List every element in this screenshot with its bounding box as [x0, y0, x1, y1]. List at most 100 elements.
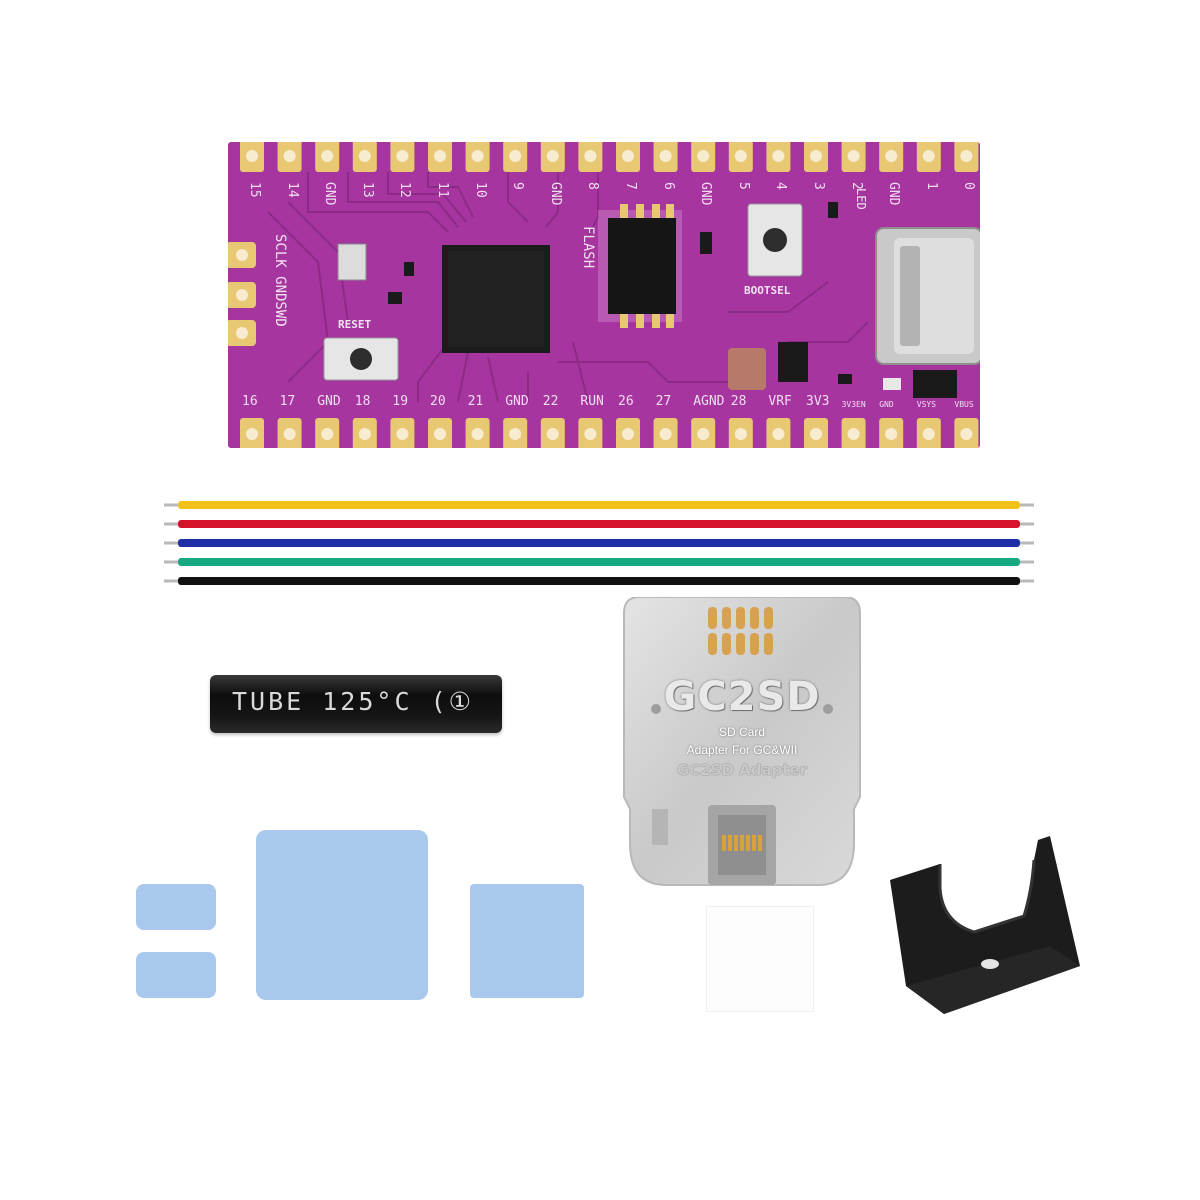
- pin-hole: [396, 150, 409, 162]
- top-pin-label: 1: [923, 182, 939, 190]
- wire: [178, 539, 1020, 547]
- bottom-pin-pads: [240, 418, 979, 448]
- top-pin-label: 14: [284, 182, 300, 198]
- pin-hole: [659, 428, 672, 440]
- bottom-pin-label: GND: [879, 400, 894, 409]
- top-pin-label: 12: [397, 182, 413, 198]
- pin-hole: [697, 150, 710, 162]
- thermal-pad-small-top: [136, 884, 216, 930]
- wire-tip: [164, 579, 178, 583]
- top-pin-label: 3: [811, 182, 826, 190]
- bootsel-label: BOOTSEL: [744, 284, 791, 297]
- top-pin-label: 15: [247, 182, 262, 198]
- pin-hole: [434, 428, 446, 440]
- wire: [178, 558, 1020, 566]
- pin-hole: [584, 428, 597, 440]
- wire-tip: [1020, 579, 1034, 583]
- bottom-pin-label: 20: [430, 394, 446, 409]
- top-pin-pads: [240, 142, 979, 172]
- pin-hole: [283, 150, 296, 162]
- wire: [178, 577, 1020, 585]
- top-pin-label: 0: [961, 182, 977, 190]
- flash-label: FLASH: [580, 226, 596, 269]
- bottom-pin-label: 3V3: [806, 394, 830, 409]
- bottom-pin-label: 18: [354, 394, 371, 409]
- pin-hole: [584, 150, 597, 162]
- pin-hole: [734, 150, 747, 162]
- gc2sd-shell: [623, 597, 861, 886]
- bottom-pin-label: 26: [618, 394, 634, 409]
- reset-label: RESET: [338, 318, 372, 331]
- wire: [178, 520, 1020, 528]
- pin-hole: [922, 150, 935, 162]
- pin-hole: [922, 428, 935, 440]
- pin-hole: [659, 150, 672, 162]
- pin-hole: [697, 428, 710, 440]
- top-pin-label: 9: [510, 182, 526, 190]
- pin-hole: [810, 428, 822, 440]
- card-subtitle-line2: Adapter For GC&WII: [686, 743, 798, 757]
- pin-hole: [885, 150, 898, 162]
- swd-pads: [228, 242, 256, 346]
- pin-hole: [434, 150, 446, 162]
- jumper-wires: [164, 501, 1034, 585]
- mount-stand: [890, 836, 1080, 1014]
- pin-hole: [358, 428, 371, 440]
- gc2sd-adapter: GC2SD SD Card Adapter For GC&WII GC2SD A…: [622, 597, 862, 887]
- top-pin-label: GND: [886, 182, 902, 206]
- thermal-pad-large: [256, 830, 428, 1000]
- bottom-pin-label: GND: [317, 394, 341, 409]
- pin-hole: [546, 428, 559, 440]
- pin-hole: [772, 150, 785, 162]
- wire-tip: [1020, 522, 1034, 526]
- pin-hole: [396, 428, 409, 440]
- pcb-artwork: [228, 142, 980, 448]
- bottom-pin-label: 16: [242, 394, 258, 409]
- top-pin-label: 11: [435, 182, 450, 198]
- wire-tip: [164, 541, 178, 545]
- bottom-pin-label: VBUS: [954, 400, 974, 409]
- bottom-pin-label: 3V3EN: [841, 400, 866, 409]
- bottom-pin-label: AGND: [693, 394, 725, 409]
- top-pin-label: GND: [547, 182, 563, 206]
- pin-hole: [885, 428, 898, 440]
- pin-hole: [321, 428, 334, 440]
- led-label: LED: [854, 188, 868, 210]
- wire-tip: [1020, 560, 1034, 564]
- top-pin-label: 5: [735, 182, 751, 190]
- inductor-component: [728, 348, 766, 390]
- pin-hole: [246, 150, 258, 162]
- top-pin-label: 6: [660, 182, 676, 190]
- crystal-component: [337, 243, 367, 281]
- top-pin-label: GND: [322, 182, 338, 206]
- thermal-pad-medium: [470, 884, 584, 998]
- bottom-pin-label: VSYS: [916, 400, 937, 409]
- small-components: [388, 202, 957, 398]
- bottom-pin-label: 21: [467, 394, 484, 409]
- pin-hole: [358, 150, 371, 162]
- usb-c-port: [875, 227, 980, 365]
- pin-hole: [847, 428, 860, 440]
- pin-hole: [509, 150, 522, 162]
- bottom-pin-label: 22: [542, 394, 559, 409]
- bottom-pin-label: 28: [730, 394, 747, 409]
- wire-tip: [164, 522, 178, 526]
- pin-hole: [847, 150, 860, 162]
- wire-tip: [164, 503, 178, 507]
- pin-hole: [734, 428, 747, 440]
- wire-tip: [164, 560, 178, 564]
- bootsel-button: [747, 203, 803, 277]
- bottom-pin-label: 17: [279, 394, 296, 409]
- top-pin-label: 13: [359, 182, 375, 198]
- bottom-pin-label: 19: [392, 394, 409, 409]
- swd-label: SCLK GNDSWD: [272, 234, 288, 327]
- pin-hole: [810, 150, 822, 162]
- bottom-pin-label: RUN: [580, 394, 604, 409]
- pin-hole: [246, 428, 258, 440]
- wire: [178, 501, 1020, 509]
- wire-tip: [1020, 503, 1034, 507]
- pin-hole: [471, 428, 484, 440]
- pin-hole: [622, 428, 634, 440]
- top-pin-label: 10: [472, 182, 488, 198]
